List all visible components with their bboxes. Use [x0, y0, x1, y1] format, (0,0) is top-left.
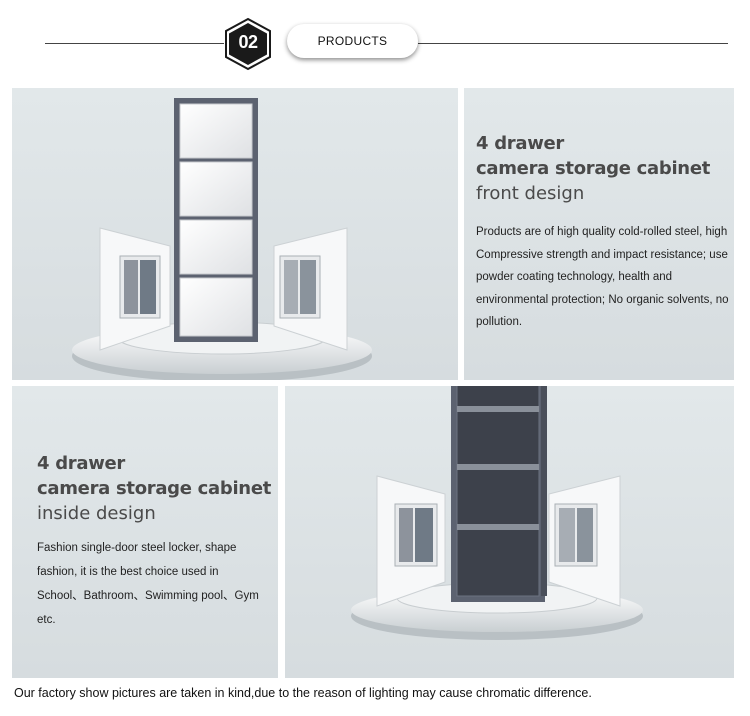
hexagon-badge-icon	[225, 17, 271, 71]
inside-design-image-panel	[285, 386, 734, 678]
cabinet-inside-illustration	[351, 386, 643, 640]
inside-design-title: 4 drawer camera storage cabinet inside d…	[37, 451, 271, 526]
cabinet-front-illustration	[72, 98, 372, 380]
section-number-badge: 02	[224, 17, 272, 71]
section-label-pill: PRODUCTS	[287, 24, 418, 58]
front-design-image-panel	[12, 88, 458, 380]
inside-title-line1: 4 drawer	[37, 453, 126, 474]
header-line-right	[418, 43, 728, 44]
badge-number: 02	[238, 32, 258, 52]
front-design-title: 4 drawer camera storage cabinet front de…	[476, 131, 710, 206]
front-title-line3: front design	[476, 183, 585, 204]
front-title-line1: 4 drawer	[476, 133, 565, 154]
header-line-left	[45, 43, 224, 44]
front-design-text-panel	[464, 88, 734, 380]
footnote-disclaimer: Our factory show pictures are taken in k…	[14, 686, 592, 700]
inside-design-text-panel	[12, 386, 278, 678]
front-design-description: Products are of high quality cold-rolled…	[476, 226, 729, 328]
front-title-line2: camera storage cabinet	[476, 158, 711, 179]
inside-design-description: Fashion single-door steel locker, shape …	[37, 542, 259, 626]
section-label: PRODUCTS	[317, 34, 388, 48]
inside-title-line3: inside design	[37, 503, 156, 524]
inside-title-line2: camera storage cabinet	[37, 478, 272, 499]
